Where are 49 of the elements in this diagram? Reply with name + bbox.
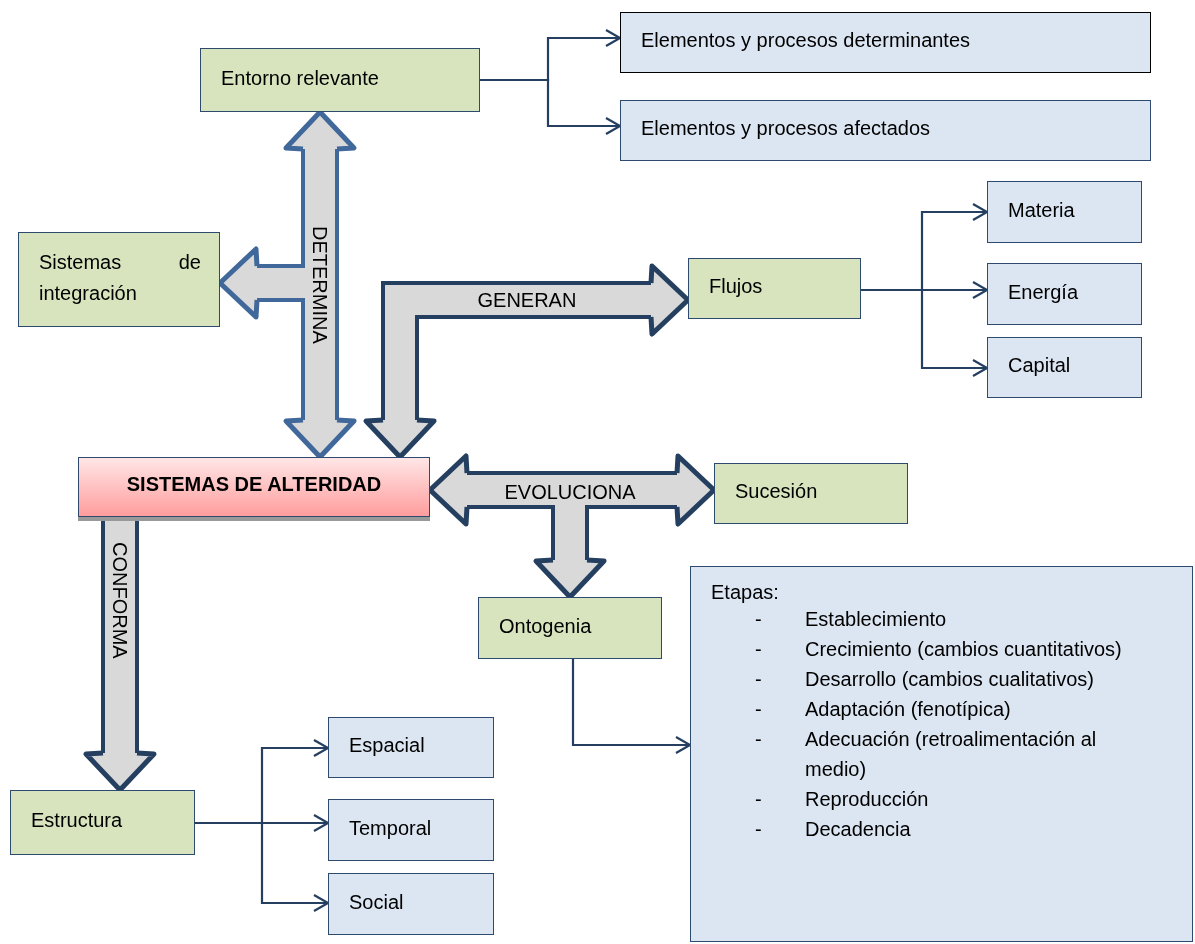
concept-box (714, 463, 908, 524)
node-text: Elementos y procesos afectados (641, 117, 931, 140)
concept-box (987, 263, 1142, 325)
list-bullet: - (755, 697, 763, 722)
node-text: Social (349, 890, 404, 914)
list-bullet: - (755, 667, 763, 692)
list-item: Desarrollo (cambios cualitativos) (805, 667, 1095, 692)
connector-arrow (195, 821, 330, 913)
list-heading: Etapas: (711, 581, 780, 604)
concept-box (688, 258, 861, 319)
concept-box (328, 799, 494, 861)
list-item: Adecuación (retroalimentación al medio) (805, 727, 1098, 782)
node-text: Flujos (709, 275, 763, 298)
connector-arrow (571, 659, 692, 755)
list-bullet: - (755, 787, 763, 812)
concept-box (478, 597, 662, 659)
node-text: Espacial (349, 734, 425, 757)
connector-arrow (480, 78, 622, 136)
list-bullet: - (755, 727, 763, 752)
node-text: Energía (1008, 280, 1079, 304)
node-text: Entorno relevante (221, 66, 379, 90)
concept-box (18, 232, 220, 327)
node-text: Ontogenia (499, 614, 592, 638)
concept-box (328, 717, 494, 778)
concept-box (987, 337, 1142, 398)
stages-box (690, 566, 1193, 942)
list-item: Adaptación (fenotípica) (805, 697, 1012, 722)
node-text: Materia (1008, 198, 1075, 222)
node-text: Sistemas de integración (39, 249, 201, 306)
node-text: Elementos y procesos determinantes (641, 29, 971, 52)
concept-box (620, 100, 1151, 161)
concept-box (620, 12, 1151, 73)
list-item: Reproducción (805, 787, 930, 812)
concept-box (200, 48, 480, 112)
list-bullet: - (755, 637, 763, 662)
node-text: Temporal (349, 816, 432, 840)
concept-box (328, 873, 494, 935)
list-bullet: - (755, 817, 763, 842)
node-text: Estructura (31, 809, 123, 832)
list-item: Crecimiento (cambios cuantitativos) (805, 637, 1123, 662)
node-text: SISTEMAS DE ALTERIDAD (126, 472, 382, 496)
list-item: Establecimiento (805, 607, 948, 632)
list-bullet: - (755, 607, 763, 632)
connector-arrow (861, 288, 989, 378)
node-text: Capital (1008, 354, 1071, 377)
concept-box (10, 790, 195, 855)
concept-box (987, 181, 1142, 243)
node-text: Sucesión (735, 480, 818, 503)
list-item: Decadencia (805, 817, 912, 842)
